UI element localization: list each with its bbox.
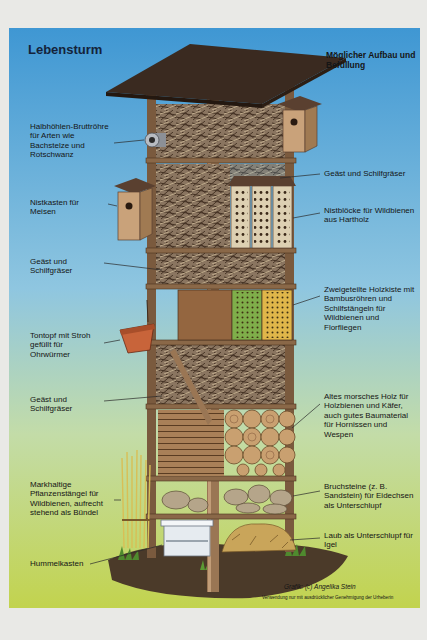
part-label: Geäst und Schilfgräser: [324, 169, 417, 178]
nest-tube: [145, 133, 166, 147]
poster-title: Lebensturm: [28, 42, 102, 57]
part-label: Bruchsteine (z. B. Sandstein) für Eidech…: [324, 482, 417, 510]
leader-line: [90, 140, 320, 564]
leaves: [222, 524, 296, 552]
clay-pot: [120, 300, 155, 353]
part-label: Laub als Unterschlupf für Igel: [324, 531, 417, 550]
brace: [170, 349, 212, 425]
reed-bundle: [122, 450, 150, 548]
part-label: Markhaltige Pflanzenstängel für Wildbien…: [30, 480, 112, 518]
part-label: Halbhöhlen-Bruttröhre für Arten wie Bach…: [30, 122, 112, 160]
part-label: Altes morsches Holz für Holzbienen und K…: [324, 392, 417, 439]
log-stack: [158, 410, 295, 476]
nest-blocks: [228, 176, 296, 248]
credit-note: Verwendung nur mit ausdrücklicher Genehm…: [262, 595, 418, 600]
part-label: Nistkasten für Meisen: [30, 198, 106, 217]
part-label: Hummelkasten: [30, 559, 88, 568]
shelf-boards: [146, 158, 296, 519]
part-label: Tontopf mit Stroh gefüllt für Ohrwürmer: [30, 331, 102, 359]
part-label: Geäst und Schilfgräser: [30, 257, 102, 276]
tower-posts: [147, 52, 294, 592]
credit-note: Grafik: (c) Angelika Stein: [284, 583, 416, 591]
bumblebee-box: [161, 520, 213, 556]
nest-box-right: [278, 96, 322, 152]
part-label: Zweigeteilte Holzkiste mit Bambusröhren …: [324, 285, 417, 332]
part-label: Geäst und Schilfgräser: [30, 395, 102, 414]
roof: [106, 44, 346, 108]
poster-ground: [9, 28, 420, 608]
part-label: Nistblöcke für Wildbienen aus Hartholz: [324, 206, 417, 225]
nest-box-left: [114, 178, 156, 240]
wood-box: [178, 290, 292, 340]
subtitle: Möglicher Aufbau und Befüllung: [326, 50, 416, 70]
stones: [162, 485, 292, 514]
